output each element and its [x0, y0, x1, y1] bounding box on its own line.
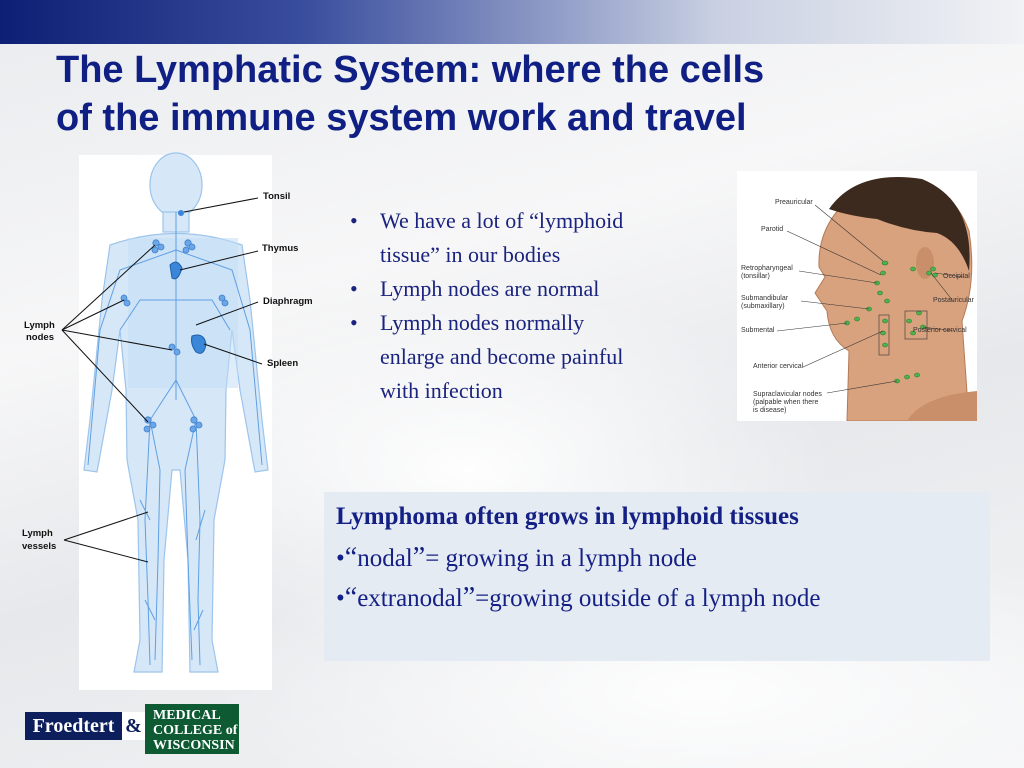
term-nodal: nodal: [357, 545, 413, 572]
bullet-item: • Lymph nodes normally enlarge and becom…: [350, 306, 720, 408]
head-callout-lines: [776, 204, 964, 394]
head-label-parotid: Parotid: [761, 226, 784, 233]
logo-ampersand: &: [122, 712, 145, 740]
close-quote: ”: [412, 542, 426, 573]
label-lymph-nodes-1: Lymph: [24, 320, 55, 331]
info-box-line-extranodal: •“extranodal”=growing outside of a lymph…: [336, 582, 820, 614]
label-thymus: Thymus: [262, 243, 299, 254]
info-box-line-nodal: •“nodal”= growing in a lymph node: [336, 542, 697, 574]
head-label-submandibular-1: Submandibular: [741, 295, 789, 302]
bullet-dot: •: [350, 208, 358, 233]
definition-extranodal: =growing outside of a lymph node: [475, 585, 821, 612]
hair: [829, 177, 970, 271]
head-label-anterior-cervical: Anterior cervical: [753, 363, 804, 370]
title-line-2: of the immune system work and travel: [56, 97, 747, 139]
head-label-retropharyngeal-1: Retropharyngeal: [741, 265, 793, 272]
info-bullet: •: [336, 585, 345, 612]
label-tonsil: Tonsil: [263, 191, 291, 202]
bullet-text: enlarge and become painful: [380, 344, 624, 369]
head-label-supraclavicular-1: Supraclavicular nodes: [753, 391, 822, 398]
bullet-dot: •: [350, 276, 358, 301]
label-spleen: Spleen: [267, 358, 299, 369]
logo-medical-college-of-wisconsin: MEDICAL COLLEGE of WISCONSIN: [145, 704, 239, 754]
head-label-supraclavicular-3: is disease): [753, 407, 787, 414]
label-lymph-nodes-2: nodes: [26, 332, 54, 343]
lymphatic-body-diagram: [79, 155, 272, 690]
head-label-preauricular: Preauricular: [775, 199, 813, 206]
label-lymph-vessels-1: Lymph: [22, 528, 53, 539]
term-extranodal: extranodal: [357, 585, 463, 612]
logo-mcw-line-2: COLLEGE of: [153, 723, 238, 738]
head-label-postauricular: Postauricular: [933, 297, 974, 304]
head-label-posterior-cervical: Posterior cervical: [913, 327, 967, 334]
head-label-supraclavicular-2: (palpable when there: [753, 399, 819, 406]
info-box-heading: Lymphoma often grows in lymphoid tissues: [336, 503, 799, 530]
title-line-1: The Lymphatic System: where the cells: [56, 49, 765, 91]
bullet-text: tissue” in our bodies: [380, 242, 561, 267]
head-label-submandibular-2: (submaxillary): [741, 303, 785, 310]
shoulder: [907, 391, 977, 421]
definition-nodal: = growing in a lymph node: [425, 545, 697, 572]
head-illustration: [776, 177, 977, 421]
slide-title: The Lymphatic System: where the cells of…: [56, 46, 956, 142]
bullet-text: We have a lot of “lymphoid: [380, 208, 624, 233]
head-label-retropharyngeal-2: (tonsillar): [741, 273, 770, 280]
logo-mcw-line-3: WISCONSIN: [153, 738, 235, 753]
logo-mcw-line-1: MEDICAL: [153, 708, 221, 723]
bullet-list: • We have a lot of “lymphoid tissue” in …: [350, 204, 720, 408]
lymphoma-info-box: Lymphoma often grows in lymphoid tissues…: [324, 492, 990, 661]
open-quote: “: [344, 542, 358, 573]
info-bullet: •: [336, 545, 345, 572]
top-banner: [0, 0, 1024, 44]
close-quote: ”: [462, 582, 476, 613]
label-diaphragm: Diaphragm: [263, 296, 313, 307]
logo-froedtert: Froedtert: [25, 712, 122, 740]
bullet-dot: •: [350, 310, 358, 335]
head-neck-lymph-node-diagram: Preauricular Parotid Retropharyngeal (to…: [737, 171, 977, 421]
label-lymph-vessels-2: vessels: [22, 541, 57, 552]
bullet-text: with infection: [380, 378, 503, 403]
head-label-submental: Submental: [741, 327, 775, 334]
froedtert-mcw-logo: Froedtert & MEDICAL COLLEGE of WISCONSIN: [25, 704, 239, 754]
bullet-text: Lymph nodes normally: [380, 310, 585, 335]
bullet-item: • Lymph nodes are normal: [350, 272, 720, 306]
open-quote: “: [344, 582, 358, 613]
head-label-occipital: Occipital: [943, 273, 970, 280]
bullet-item: • We have a lot of “lymphoid tissue” in …: [350, 204, 720, 272]
bullet-text: Lymph nodes are normal: [380, 276, 600, 301]
